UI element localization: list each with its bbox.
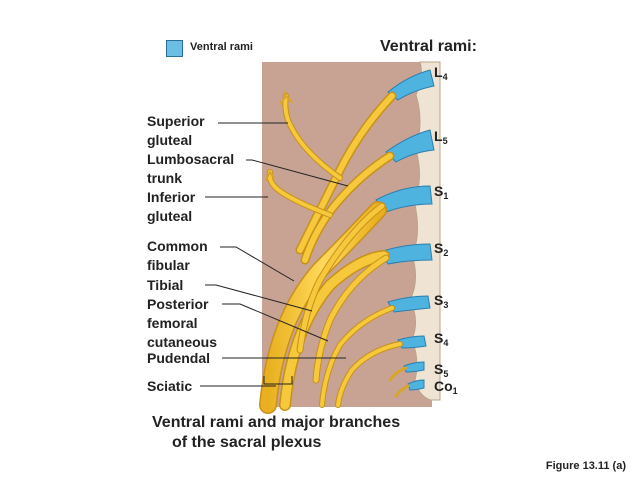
label-sciatic-line1: Sciatic <box>147 378 193 394</box>
root-label-co1: Co1 <box>434 378 458 396</box>
label-common-fibular-line2: fibular <box>147 257 190 273</box>
label-pudendal-line1: Pudendal <box>147 350 211 366</box>
label-common-fibular: Common fibular <box>147 237 208 275</box>
leader-lumbosacral <box>246 159 349 187</box>
root-label-s4: S4 <box>434 330 449 348</box>
label-inferior-gluteal: Inferior gluteal <box>147 188 195 226</box>
sciatic-bracket <box>263 376 293 385</box>
ramus-s1 <box>375 185 433 213</box>
label-superior-gluteal-line2: gluteal <box>147 132 193 148</box>
label-superior-gluteal: Superior gluteal <box>147 112 205 150</box>
root-label-s2: S2 <box>434 240 449 258</box>
label-tibial-line1: Tibial <box>147 277 184 293</box>
leader-lines <box>200 122 349 387</box>
ramus-s5 <box>403 361 425 373</box>
legend-label: Ventral rami <box>190 41 253 53</box>
root-label-l4: L4 <box>434 64 448 82</box>
ramus-l5 <box>385 129 435 163</box>
label-lumbosacral-line2: trunk <box>147 170 182 186</box>
root-label-s3: S3 <box>434 292 449 310</box>
caption-line2: of the sacral plexus <box>172 434 322 451</box>
figure-reference: Figure 13.11 (a) <box>545 460 626 472</box>
label-lumbosacral-trunk: Lumbosacral trunk <box>147 150 234 188</box>
ramus-s3 <box>387 295 431 313</box>
label-posterior-femoral-line3: cutaneous <box>147 334 218 350</box>
legend-swatch-ventral-rami <box>166 40 183 57</box>
ramus-s2 <box>379 243 433 265</box>
label-posterior-femoral-line2: femoral <box>147 315 198 331</box>
label-posterior-femoral-line1: Posterior <box>147 296 209 312</box>
ramus-l4 <box>387 69 435 101</box>
label-pudendal: Pudendal <box>147 349 210 368</box>
label-posterior-femoral-cutaneous: Posterior femoral cutaneous <box>147 295 217 352</box>
leader-posterior-femoral <box>222 303 329 342</box>
ramus-s4 <box>397 335 427 349</box>
label-superior-gluteal-line1: Superior <box>147 113 205 129</box>
ventral-rami <box>375 69 435 391</box>
figure-caption: Ventral rami and major branches of the s… <box>152 413 400 453</box>
label-inferior-gluteal-line2: gluteal <box>147 208 193 224</box>
label-common-fibular-line1: Common <box>147 238 208 254</box>
leader-tibial <box>205 284 313 312</box>
label-lumbosacral-line1: Lumbosacral <box>147 151 235 167</box>
nerve-bundle <box>259 91 410 414</box>
label-inferior-gluteal-line1: Inferior <box>147 189 196 205</box>
label-sciatic: Sciatic <box>147 377 192 396</box>
root-label-l5: L5 <box>434 128 448 146</box>
ramus-co1 <box>407 379 425 391</box>
leader-common-fibular <box>220 246 295 282</box>
ventral-rami-heading: Ventral rami: <box>380 38 477 55</box>
root-label-s5: S5 <box>434 361 449 379</box>
root-label-s1: S1 <box>434 183 449 201</box>
caption-line1: Ventral rami and major branches <box>152 414 401 431</box>
label-tibial: Tibial <box>147 276 183 295</box>
